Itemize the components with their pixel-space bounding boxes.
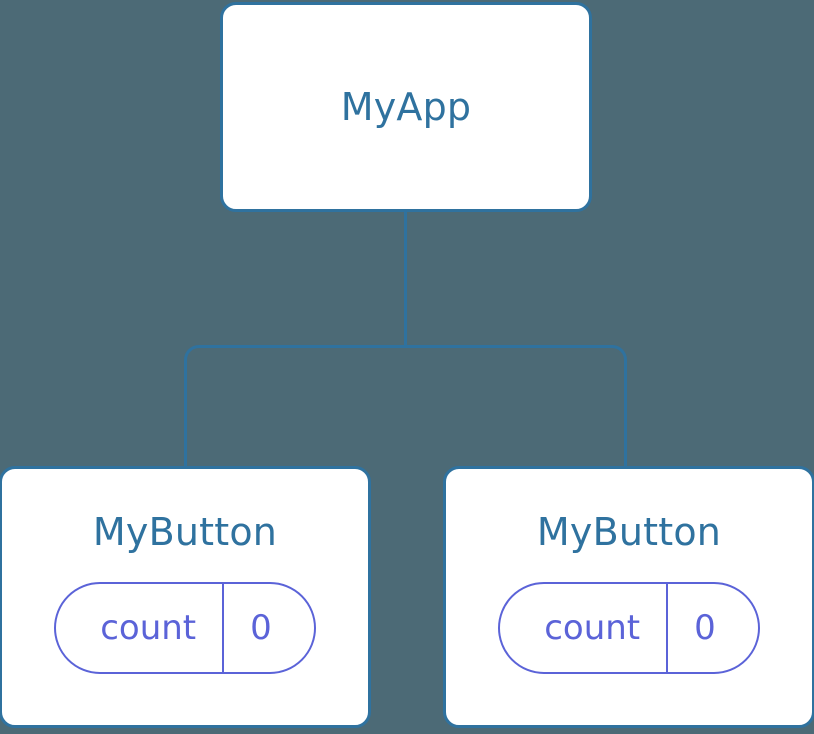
state-pill-divider	[666, 584, 669, 672]
connector-bus-to-right-child	[405, 345, 627, 468]
component-node-title: MyButton	[536, 510, 722, 554]
state-pill-key: count	[544, 608, 641, 648]
state-pill-value: 0	[694, 608, 716, 648]
connector-bus-to-left-child	[184, 345, 406, 468]
state-pill-key: count	[100, 608, 197, 648]
state-pill-divider	[222, 584, 225, 672]
component-node-title: MyApp	[340, 85, 472, 129]
state-pill[interactable]: count 0	[54, 582, 316, 674]
state-pill[interactable]: count 0	[498, 582, 760, 674]
state-pill-value: 0	[250, 608, 272, 648]
component-node-child-2[interactable]: MyButton count 0	[443, 466, 814, 728]
component-node-title: MyButton	[92, 510, 278, 554]
component-node-root[interactable]: MyApp	[220, 2, 592, 212]
component-node-child-1[interactable]: MyButton count 0	[0, 466, 371, 728]
